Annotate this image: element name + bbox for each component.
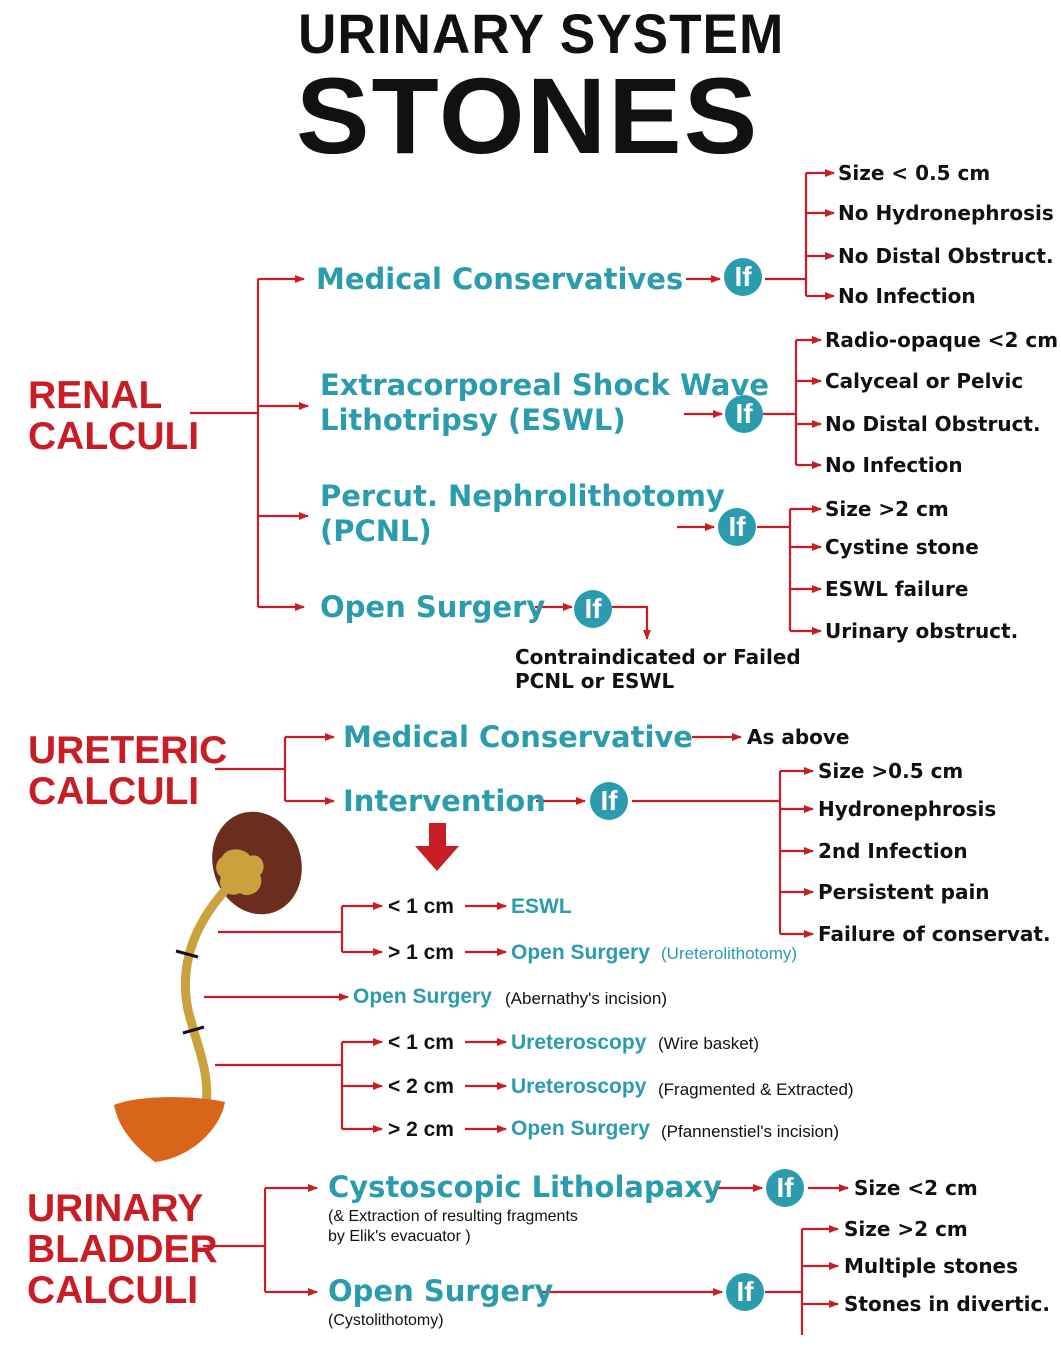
bladder-open-cond: Multiple stones [844, 1254, 1019, 1278]
lower-note: (Wire basket) [658, 1034, 760, 1053]
upper-note: (Ureterolithotomy) [661, 944, 798, 963]
ureteric-intervention-cond: Size >0.5 cm [818, 759, 964, 783]
bladder-cysto-label: Cystoscopic Litholapaxy [328, 1170, 722, 1204]
renal-pcnl-cond: Urinary obstruct. [825, 619, 1019, 643]
renal-pcnl-cond: Cystine stone [825, 535, 979, 559]
bladder-shape [114, 1097, 225, 1162]
renal-medical-cond: No Distal Obstruct. [838, 244, 1054, 268]
if-bubble: If [718, 508, 756, 546]
bladder-open-label: Open Surgery [328, 1274, 554, 1308]
upper-treatment: ESWL [511, 895, 572, 918]
lower-size: < 2 cm [388, 1075, 454, 1098]
bladder-cysto-note: (& Extraction of resulting fragments by … [328, 1208, 578, 1245]
ureteric-medical-label: Medical Conservative [343, 720, 693, 754]
renal-open-label: Open Surgery [320, 590, 546, 624]
ureteric-intervention-cond: Persistent pain [818, 880, 990, 904]
if-bubble: If [590, 782, 628, 820]
renal-medical-cond: Size < 0.5 cm [838, 161, 991, 185]
upper-size: < 1 cm [388, 895, 454, 918]
if-bubble: If [726, 1273, 764, 1311]
ureteric-intervention-cond: 2nd Infection [818, 839, 968, 863]
renal-open-if-down [612, 605, 651, 640]
renal-pcnl-label: Percut. Nephrolithotomy(PCNL) [320, 479, 725, 548]
lower-size: < 1 cm [388, 1031, 454, 1054]
bladder-cysto-cond: Size <2 cm [854, 1176, 978, 1200]
middle-treatment: Open Surgery [353, 985, 492, 1008]
big-down-arrow [415, 823, 459, 871]
middle-note: (Abernathy's incision) [505, 989, 667, 1008]
bladder-open-cond: Stones in divertic. [844, 1292, 1050, 1316]
renal-pcnl-cond: Size >2 cm [825, 497, 949, 521]
bladder-open-note: (Cystolithotomy) [328, 1312, 444, 1329]
renal-eswl-cond: Calyceal or Pelvic [825, 369, 1024, 393]
upper-size: > 1 cm [388, 941, 454, 964]
title-line-1: URINARY SYSTEM [298, 2, 785, 65]
renal-medical-cond: No Infection [838, 284, 976, 308]
renal-medical-cond: No Hydronephrosis [838, 201, 1054, 225]
urinary-tract-illustration [114, 811, 302, 1162]
ureteric-medical-result: As above [747, 725, 850, 749]
ureter-shape [180, 882, 233, 1115]
renal-eswl-cond: Radio-opaque <2 cm [825, 328, 1059, 352]
renal-trunk [190, 279, 260, 607]
lower-note: (Pfannenstiel's incision) [661, 1122, 840, 1141]
ureteric-intervention-cond: Failure of conservat. [818, 922, 1051, 946]
bladder-open-cond: Size >2 cm [844, 1217, 968, 1241]
upper-treatment: Open Surgery [511, 941, 650, 964]
if-bubble: If [725, 395, 763, 433]
if-bubble: If [724, 258, 762, 296]
lower-treatment: Open Surgery [511, 1117, 650, 1140]
lower-treatment: Ureteroscopy [511, 1031, 647, 1054]
ureteric-intervention-label: Intervention [343, 784, 546, 818]
ureteric-intervention-cond: Hydronephrosis [818, 797, 997, 821]
renal-medical-label: Medical Conservatives [316, 262, 684, 296]
renal-eswl-cond: No Distal Obstruct. [825, 412, 1041, 436]
if-bubble: If [574, 590, 612, 628]
renal-eswl-cond: No Infection [825, 453, 963, 477]
title-line-2: STONES [296, 55, 760, 176]
lower-size: > 2 cm [388, 1118, 454, 1141]
if-bubble: If [766, 1169, 804, 1207]
renal-pcnl-cond: ESWL failure [825, 577, 969, 601]
lower-note: (Fragmented & Extracted) [658, 1080, 854, 1099]
lower-treatment: Ureteroscopy [511, 1075, 647, 1098]
